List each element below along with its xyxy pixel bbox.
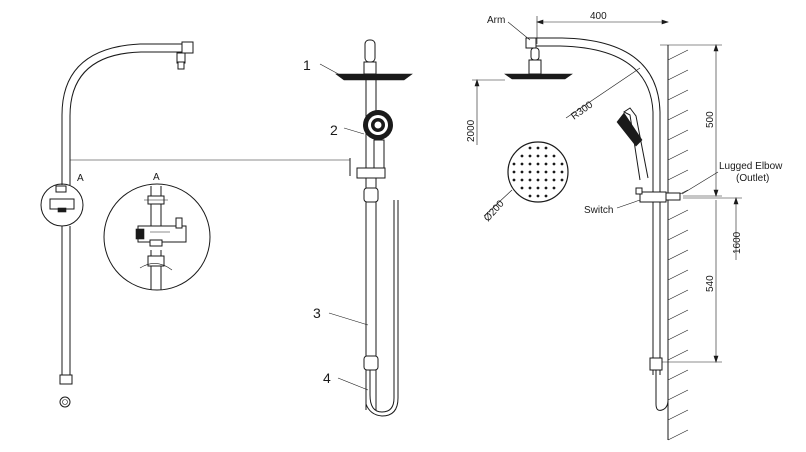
arm-label: Arm	[487, 15, 505, 26]
nozzle-pattern	[512, 146, 564, 198]
total-height-dimension: 1600	[732, 231, 743, 254]
wall-flange-icon	[59, 396, 71, 408]
front-view-rail: 1 2 3 4	[303, 39, 413, 417]
elbow-label-line2: (Outlet)	[736, 173, 769, 184]
side-view: Arm 400 R300 2000 Ø200 500 Lugged Elbow …	[466, 11, 783, 441]
callout-1: 1	[303, 57, 311, 73]
head-height-dimension: 2000	[466, 119, 477, 142]
radius-dimension: R300	[569, 99, 595, 122]
switch-label: Switch	[584, 205, 613, 216]
left-riser-view: A	[40, 41, 350, 408]
head-diameter-dimension: Ø200	[482, 198, 507, 224]
rail-length-dimension: 540	[705, 275, 716, 292]
callout-4: 4	[323, 370, 331, 386]
detail-marker-a-main: A	[77, 173, 84, 184]
wall-hatching	[667, 49, 689, 441]
riser-top-dimension: 500	[705, 111, 716, 128]
detail-marker-a-zoom: A	[153, 172, 160, 183]
detail-a-zoom: A	[103, 172, 211, 291]
callout-3: 3	[313, 305, 321, 321]
elbow-label-line1: Lugged Elbow	[719, 161, 783, 172]
arm-length-dimension: 400	[590, 11, 607, 22]
callout-2: 2	[330, 122, 338, 138]
